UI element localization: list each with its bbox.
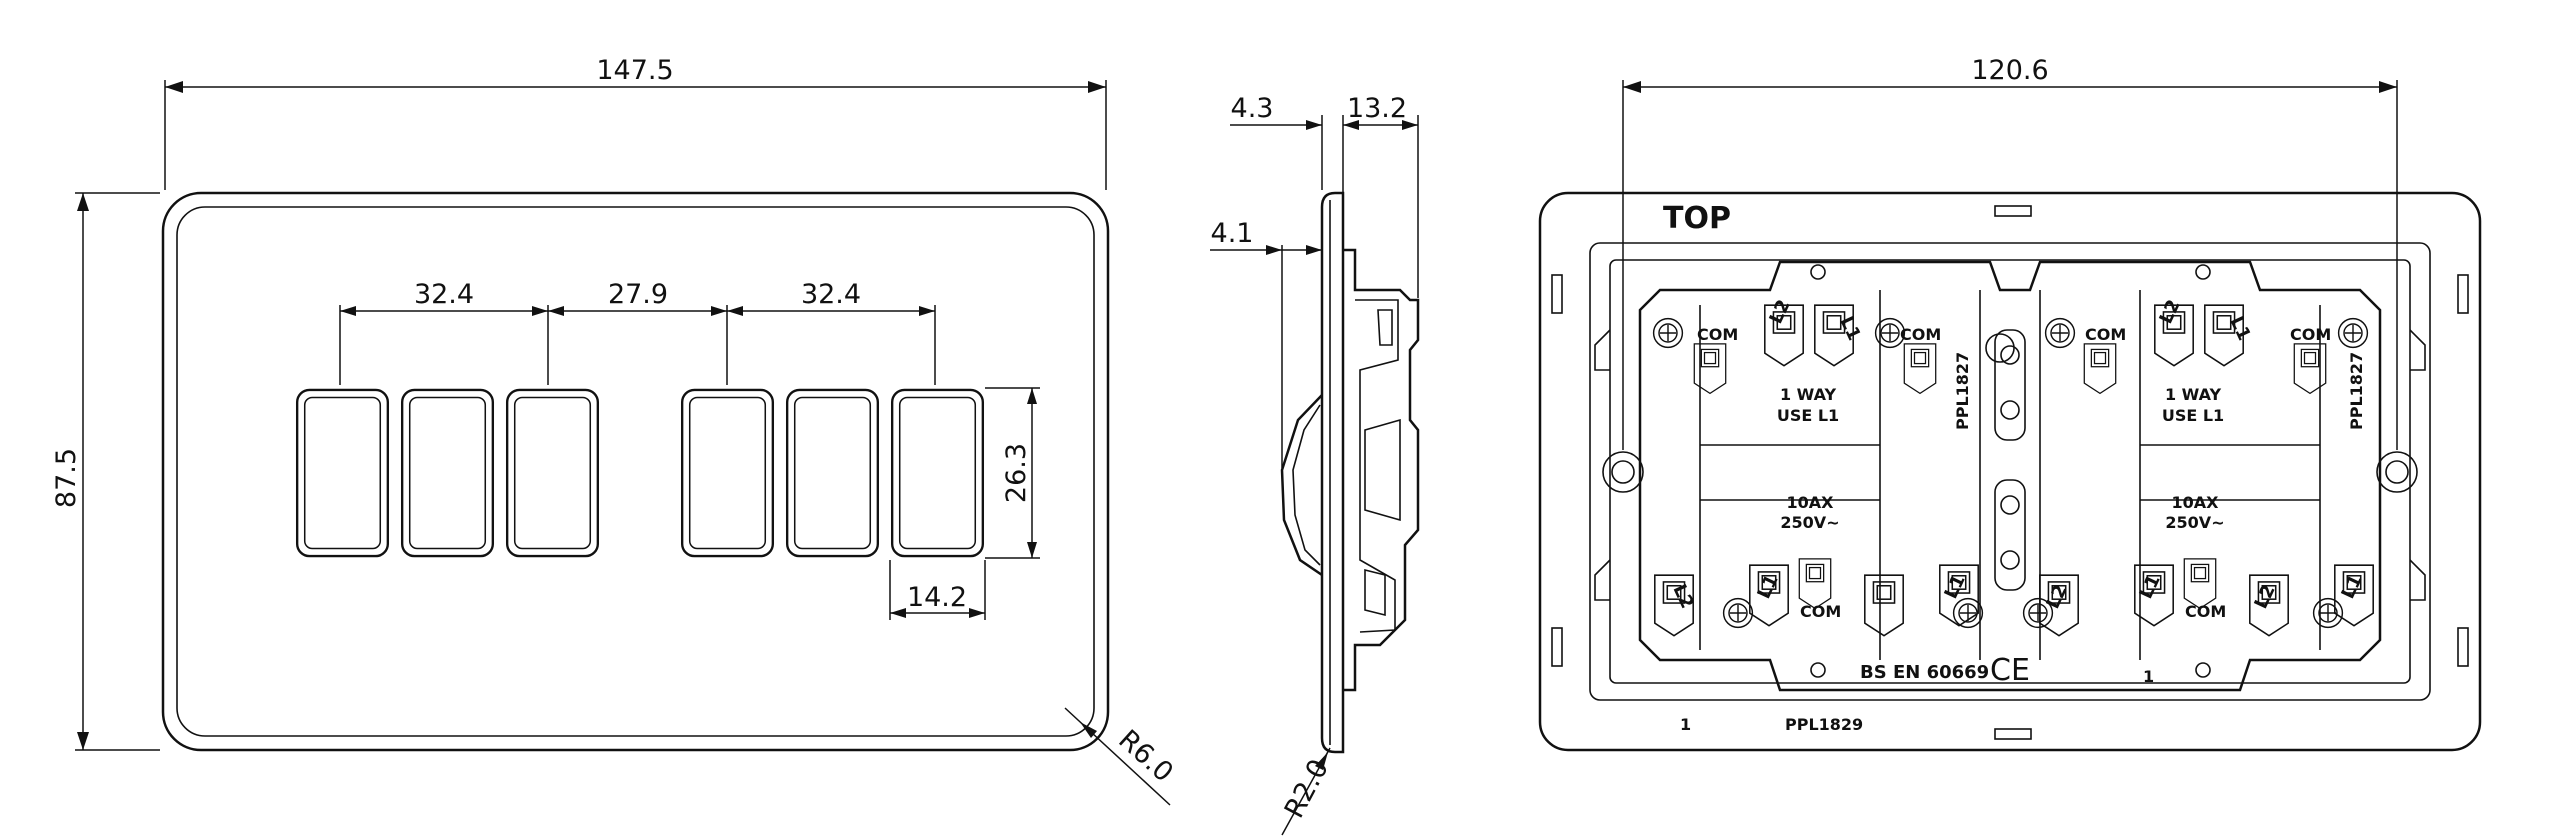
side-rocker	[1280, 394, 1323, 577]
label-part-code-2: PPL1827	[2347, 352, 2366, 430]
rear-view: TOP COM COM COM COM COM COM L2 L1 L2 L1 …	[1538, 55, 2482, 752]
dim-rocker-projection: 4.1	[1210, 218, 1322, 468]
label-module-number-1: 1	[2143, 667, 2154, 686]
rocker-switch-6	[890, 388, 985, 558]
dim-label-module-depth: 13.2	[1347, 93, 1407, 124]
rocker-switch-2	[400, 388, 495, 558]
label-use-l1-1: USE L1	[1777, 406, 1839, 425]
label-plate-code: PPL1829	[1785, 715, 1863, 734]
side-module-body	[1343, 248, 1420, 692]
dim-label-plate-thickness: 4.3	[1231, 93, 1274, 124]
rocker-group-left	[295, 388, 600, 558]
dim-rocker-width: 14.2	[889, 560, 986, 620]
label-l1-top-2: L1	[2225, 313, 2254, 344]
dim-label-spacing-middle: 27.9	[608, 279, 668, 310]
label-com-2: COM	[1900, 325, 1941, 344]
label-use-l1-2: USE L1	[2162, 406, 2224, 425]
label-rating-voltage-2: 250V~	[2165, 513, 2224, 532]
label-com-4: COM	[2290, 325, 2331, 344]
dim-label-overall-width: 147.5	[596, 55, 673, 86]
dim-overall-height: 87.5	[51, 192, 160, 751]
label-top: TOP	[1663, 201, 1731, 236]
side-plate	[1320, 191, 1345, 754]
dim-label-rocker-height: 26.3	[1001, 443, 1032, 503]
dim-label-overall-height: 87.5	[51, 448, 82, 508]
label-rating-current-2: 10AX	[2172, 493, 2220, 512]
label-standard: BS EN 60669	[1860, 662, 1989, 683]
dim-fixing-centres: 120.6	[1622, 55, 2398, 450]
dim-label-fixing-centres: 120.6	[1971, 55, 2048, 86]
rear-frame-inner	[1589, 242, 2431, 701]
label-one-way-2: 1 WAY	[2165, 385, 2221, 404]
dim-overall-width: 147.5	[164, 55, 1107, 190]
label-l1-bottom-4: L1	[2337, 571, 2366, 602]
label-com-6: COM	[2185, 602, 2226, 621]
label-rating-voltage-1: 250V~	[1780, 513, 1839, 532]
dim-label-rocker-width: 14.2	[907, 582, 967, 613]
front-view: 147.5 87.5 32.4 27.9	[51, 55, 1179, 806]
label-com-1: COM	[1697, 325, 1738, 344]
rocker-switch-5	[785, 388, 880, 558]
dim-rocker-spacing: 32.4 27.9 32.4	[339, 279, 936, 385]
ce-mark-icon: CE	[1990, 653, 2030, 688]
dim-label-edge-radius: R2.0	[1279, 754, 1335, 823]
fixing-hole-right	[2376, 451, 2418, 493]
rocker-switch-4	[680, 388, 775, 558]
front-plate-outer	[161, 191, 1110, 752]
front-plate-inner	[176, 206, 1095, 737]
label-one-way-1: 1 WAY	[1780, 385, 1836, 404]
mechanism-body	[1638, 260, 2382, 692]
label-l1-top-1: L1	[1835, 313, 1864, 344]
label-rating-current-1: 10AX	[1787, 493, 1835, 512]
label-module-number-2: 1	[1680, 715, 1691, 734]
dim-rocker-height: 26.3	[985, 387, 1040, 559]
dim-corner-radius: R6.0	[1064, 707, 1179, 806]
rocker-switch-1	[295, 388, 390, 558]
dim-label-spacing-right: 32.4	[801, 279, 861, 310]
dim-side-depths: 4.3 13.2	[1230, 93, 1419, 298]
dim-label-corner-radius: R6.0	[1112, 724, 1179, 788]
label-l2-bottom-2: L2	[2042, 581, 2071, 612]
rocker-group-right	[680, 388, 985, 558]
dim-edge-radius: R2.0	[1279, 747, 1335, 836]
label-part-code-1: PPL1827	[1953, 352, 1972, 430]
dim-label-spacing-left: 32.4	[414, 279, 474, 310]
label-com-3: COM	[2085, 325, 2126, 344]
rear-frame-outer	[1538, 191, 2482, 752]
rocker-switch-3	[505, 388, 600, 558]
side-view: 4.3 13.2 4.1 R2.0	[1210, 93, 1420, 836]
fixing-hole-left	[1602, 451, 1644, 493]
dim-label-rocker-projection: 4.1	[1211, 218, 1254, 249]
label-com-5: COM	[1800, 602, 1841, 621]
